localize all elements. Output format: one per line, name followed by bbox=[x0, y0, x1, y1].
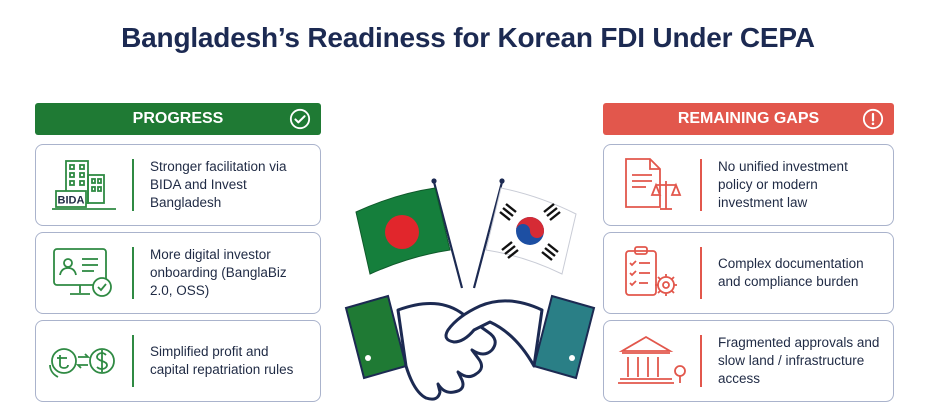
exclamation-circle-icon bbox=[862, 108, 884, 130]
progress-item-text: Simplified profit and capital repatriati… bbox=[150, 344, 294, 377]
gap-item-text: Fragmented approvals and slow land / inf… bbox=[718, 335, 880, 386]
progress-item-facilitation: BIDA Stronger facilitation via BIDA and … bbox=[35, 144, 321, 226]
flag-pole-right bbox=[472, 181, 504, 289]
gap-item-text: Complex documentation and compliance bur… bbox=[718, 256, 864, 289]
gap-item-documentation: Complex documentation and compliance bur… bbox=[603, 232, 894, 314]
bangladesh-flag-icon bbox=[355, 187, 451, 275]
south-korea-flag-icon bbox=[485, 187, 577, 275]
gaps-header-label: REMAINING GAPS bbox=[677, 110, 820, 127]
progress-item-text: More digital investor onboarding (Bangla… bbox=[150, 247, 287, 298]
government-building-icon bbox=[618, 335, 686, 384]
checklist-gear-icon bbox=[625, 246, 677, 296]
gaps-header: REMAINING GAPS bbox=[603, 103, 894, 135]
progress-header: PROGRESS bbox=[35, 103, 321, 135]
computer-profile-icon bbox=[53, 248, 112, 297]
progress-header-label: PROGRESS bbox=[132, 110, 224, 127]
page-title: Bangladesh’s Readiness for Korean FDI Un… bbox=[121, 22, 815, 53]
flag-pole-left bbox=[432, 181, 464, 289]
svg-text:BIDA: BIDA bbox=[58, 195, 85, 207]
building-icon: BIDA bbox=[52, 160, 116, 210]
document-scale-icon bbox=[625, 158, 682, 210]
progress-item-text: Stronger facilitation via BIDA and Inves… bbox=[150, 159, 287, 210]
currency-exchange-icon bbox=[49, 348, 115, 378]
check-circle-icon bbox=[289, 108, 311, 130]
gap-item-text: No unified investment policy or modern i… bbox=[718, 159, 848, 210]
gap-item-approvals: Fragmented approvals and slow land / inf… bbox=[603, 320, 894, 402]
handshake-icon bbox=[344, 294, 596, 401]
gap-item-investment-policy: No unified investment policy or modern i… bbox=[603, 144, 894, 226]
progress-item-repatriation: Simplified profit and capital repatriati… bbox=[35, 320, 321, 402]
center-illustration bbox=[344, 178, 596, 401]
progress-item-digital-onboarding: More digital investor onboarding (Bangla… bbox=[35, 232, 321, 314]
